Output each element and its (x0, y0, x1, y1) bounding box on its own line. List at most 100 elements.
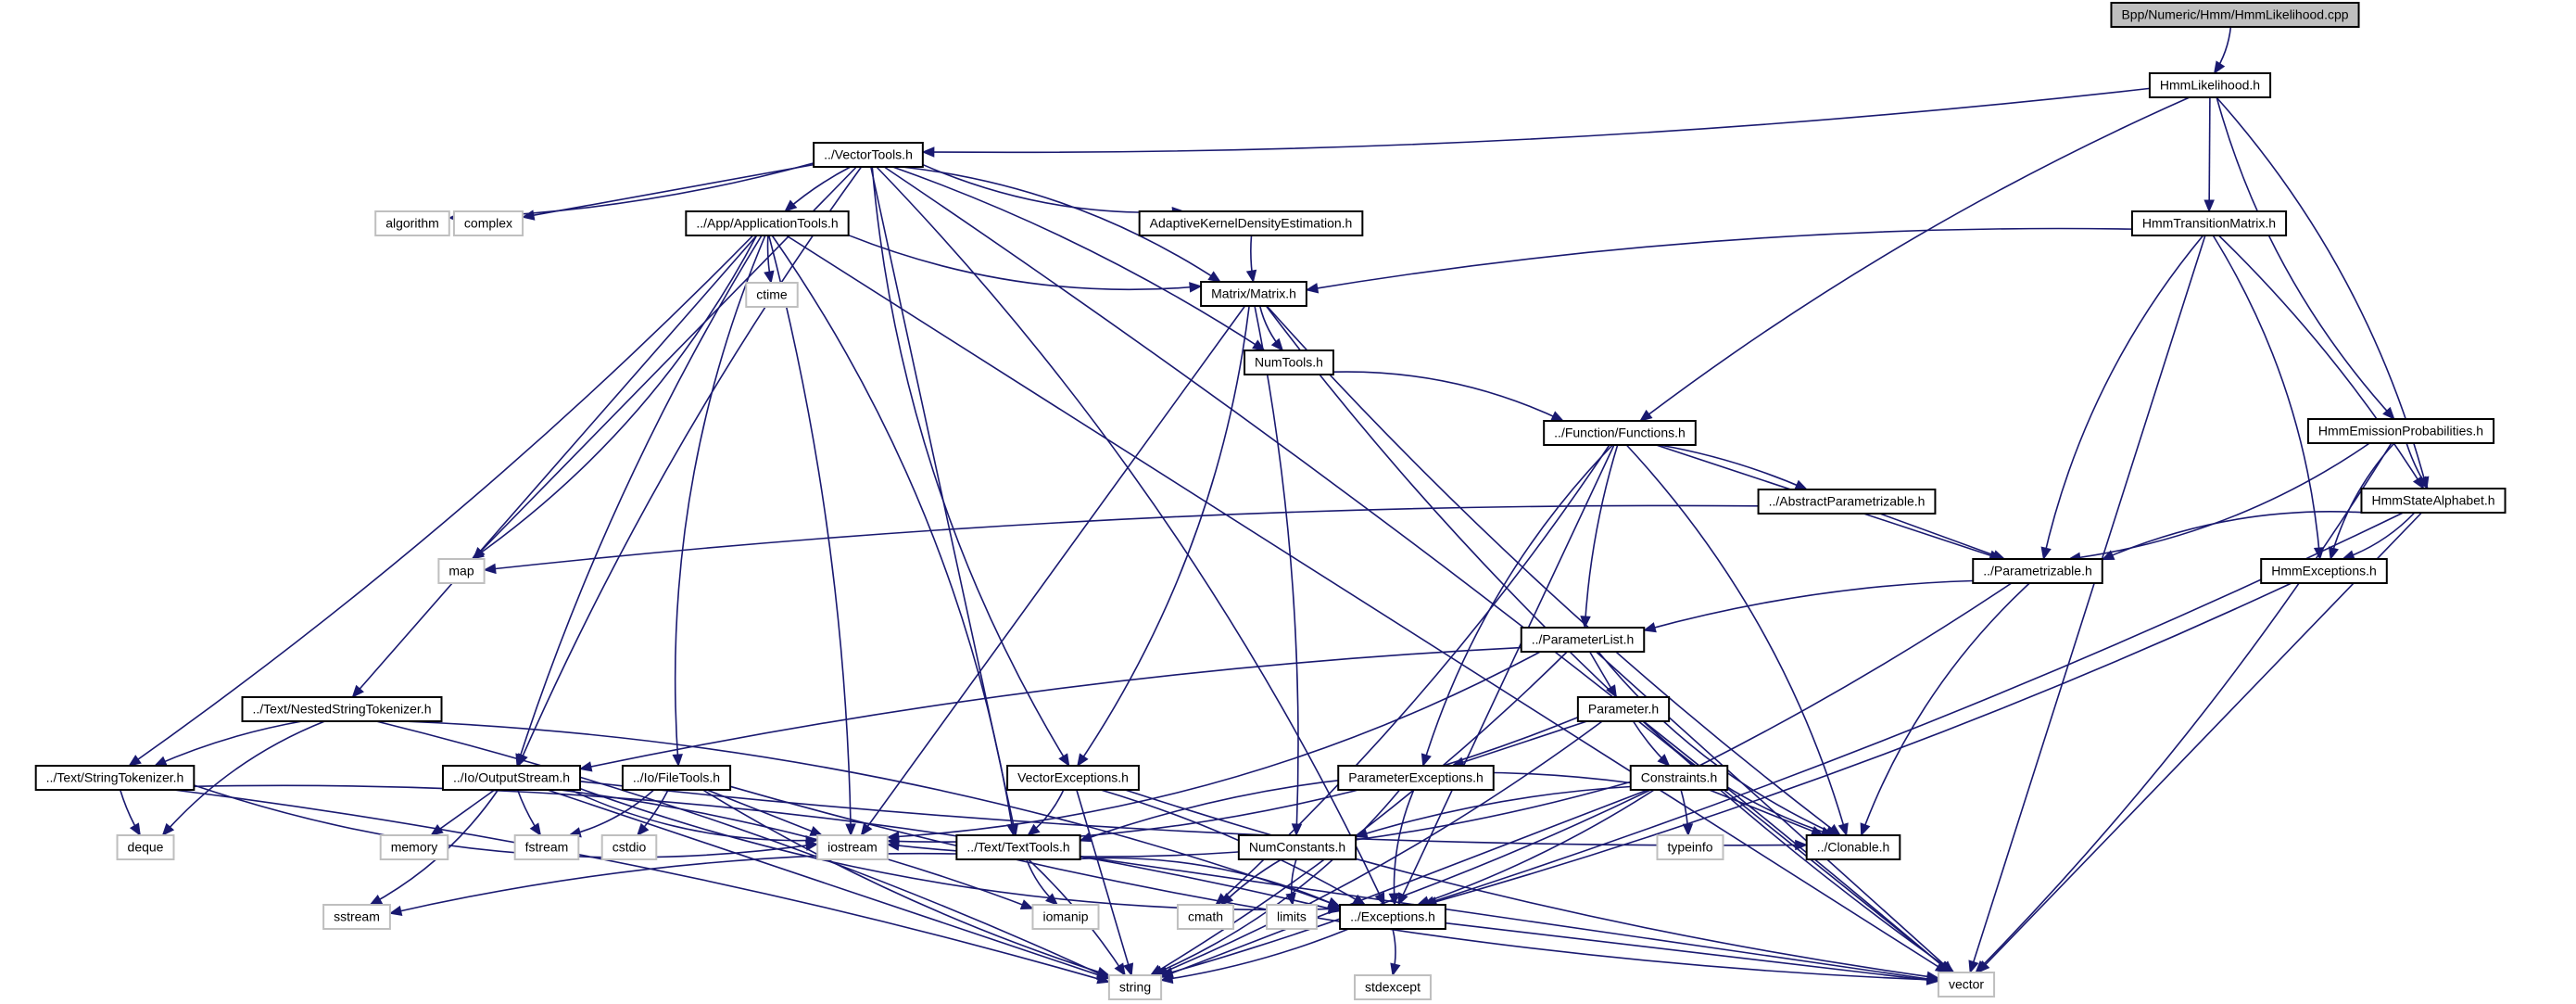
arrowhead-icon (860, 822, 873, 837)
node-box-vectortools[interactable] (813, 142, 924, 168)
node-label[interactable]: ../ParameterList.h (1532, 632, 1635, 647)
node-box-constraints[interactable] (1629, 765, 1729, 791)
node-box-parameter[interactable] (1576, 696, 1671, 722)
node-label[interactable]: NumConstants.h (1249, 840, 1345, 855)
arrowhead-icon (784, 199, 798, 212)
node-box-functions[interactable] (1543, 420, 1697, 446)
arrowhead-icon (351, 684, 364, 698)
arrowhead-icon (1019, 899, 1034, 909)
node-box-fstream (513, 834, 580, 860)
node-box-algorithm (374, 210, 450, 236)
node-box-complex (452, 210, 524, 236)
node-label: typeinfo (1667, 840, 1712, 855)
node-label[interactable]: AdaptiveKernelDensityEstimation.h (1150, 216, 1353, 231)
node-box-outstream[interactable] (441, 765, 582, 791)
arrowhead-icon (809, 826, 824, 836)
edge-hmmemis-to-parametrizable (2068, 442, 2370, 560)
node-label[interactable]: ../Text/StringTokenizer.h (46, 770, 184, 785)
node-label[interactable]: HmmEmissionProbabilities.h (2318, 424, 2483, 438)
node-label: iostream (827, 840, 878, 855)
node-label[interactable]: Matrix/Matrix.h (1211, 286, 1296, 301)
arrowhead-icon (1642, 622, 1657, 633)
node-box-hmmtrans[interactable] (2130, 210, 2288, 236)
node-box-vecexc[interactable] (1006, 765, 1140, 791)
edge-vectortools-to-numtools (892, 166, 1266, 351)
edge-vecexc-to-vector (1124, 789, 1939, 979)
node-label[interactable]: ../Text/TextTools.h (966, 840, 1069, 855)
edge-parametrizable-to-clonable (1860, 582, 2030, 836)
node-box-akde[interactable] (1138, 210, 1364, 236)
node-box-strtok[interactable] (34, 765, 196, 791)
node-label[interactable]: ../Exceptions.h (1350, 909, 1435, 924)
node-label[interactable]: ParameterExceptions.h (1348, 770, 1484, 785)
edge-apptools-to-nested (351, 235, 758, 698)
node-box-absparam[interactable] (1757, 489, 1937, 515)
edge-hmmtrans-to-matrix (1306, 227, 2132, 291)
node-label[interactable]: HmmTransitionMatrix.h (2142, 216, 2276, 231)
node-label[interactable]: ../Clonable.h (1817, 840, 1890, 855)
node-label[interactable]: ../Text/NestedStringTokenizer.h (253, 702, 432, 717)
node-box-hmmemis[interactable] (2306, 418, 2495, 444)
node-label[interactable]: ../Io/OutputStream.h (453, 770, 570, 785)
node-box-matrix[interactable] (1200, 281, 1307, 307)
edge-hmmlik-to-functions (1639, 96, 2191, 422)
edge-nested-to-exceptions (402, 720, 1341, 908)
node-box-paramexc[interactable] (1337, 765, 1495, 791)
node-label[interactable]: Constraints.h (1641, 770, 1717, 785)
node-label[interactable]: ../AbstractParametrizable.h (1769, 494, 1926, 509)
node-label[interactable]: Parameter.h (1588, 702, 1659, 717)
arrowhead-icon (1079, 832, 1093, 843)
edge-exceptions-to-string (1161, 928, 1349, 982)
edge-apptools-to-vector (786, 235, 1948, 973)
node-box-root[interactable] (2110, 2, 2360, 28)
node-label: complex (464, 216, 512, 231)
node-label[interactable]: Bpp/Numeric/Hmm/HmmLikelihood.cpp (2121, 7, 2348, 22)
node-box-hmmstate[interactable] (2360, 488, 2507, 514)
node-label[interactable]: HmmLikelihood.h (2160, 78, 2260, 93)
edge-vectortools-to-akde (922, 163, 1184, 213)
node-box-sstream (322, 904, 391, 930)
node-label[interactable]: ../Parametrizable.h (1983, 564, 2092, 578)
node-label[interactable]: ../Function/Functions.h (1554, 426, 1686, 440)
node-label: cmath (1188, 909, 1223, 924)
node-box-exceptions[interactable] (1339, 904, 1446, 930)
arrowhead-icon (578, 761, 593, 772)
node-box-filetools[interactable] (621, 765, 732, 791)
node-box-nested[interactable] (241, 696, 443, 722)
edge-paramlist-to-iostream (887, 651, 1541, 839)
node-label[interactable]: ../Io/FileTools.h (633, 770, 720, 785)
node-label[interactable]: VectorExceptions.h (1017, 770, 1129, 785)
edge-parametrizable-to-string (1160, 582, 2013, 976)
arrowhead-icon (1114, 962, 1126, 977)
arrowhead-icon (1096, 966, 1111, 977)
edge-parameter-to-paramexc (1452, 720, 1587, 767)
node-box-parametrizable[interactable] (1972, 558, 2103, 584)
node-box-texttools[interactable] (955, 834, 1081, 860)
node-label[interactable]: ../App/ApplicationTools.h (696, 216, 838, 231)
node-label[interactable]: NumTools.h (1255, 355, 1323, 370)
node-label[interactable]: HmmStateAlphabet.h (2371, 493, 2494, 508)
edge-nested-to-deque (161, 720, 325, 836)
edge-strtok-to-iostream (194, 784, 818, 858)
edge-exceptions-to-vector (1445, 921, 1939, 983)
edge-constraints-to-exceptions (1417, 789, 1655, 906)
arrowhead-icon (483, 563, 497, 575)
node-label: string (1119, 980, 1151, 995)
node-box-clonable[interactable] (1805, 834, 1901, 860)
node-label[interactable]: HmmExceptions.h (2271, 564, 2377, 578)
node-box-paramlist[interactable] (1520, 627, 1646, 653)
arrowhead-icon (1657, 754, 1671, 767)
node-box-apptools[interactable] (685, 210, 850, 236)
arrowhead-icon (1794, 479, 1809, 490)
node-box-hmmexc[interactable] (2260, 558, 2388, 584)
arrowhead-icon (1795, 839, 1808, 851)
edge-vecexc-to-exceptions (1100, 789, 1366, 906)
node-label[interactable]: ../VectorTools.h (824, 147, 913, 162)
node-box-numtools[interactable] (1244, 349, 1334, 375)
node-box-hmmlik[interactable] (2148, 72, 2272, 98)
arrowhead-icon (636, 822, 650, 836)
edge-hmmstate-to-parametrizable (2102, 511, 2367, 561)
node-box-numconst[interactable] (1237, 834, 1357, 860)
node-label: map (448, 564, 474, 578)
